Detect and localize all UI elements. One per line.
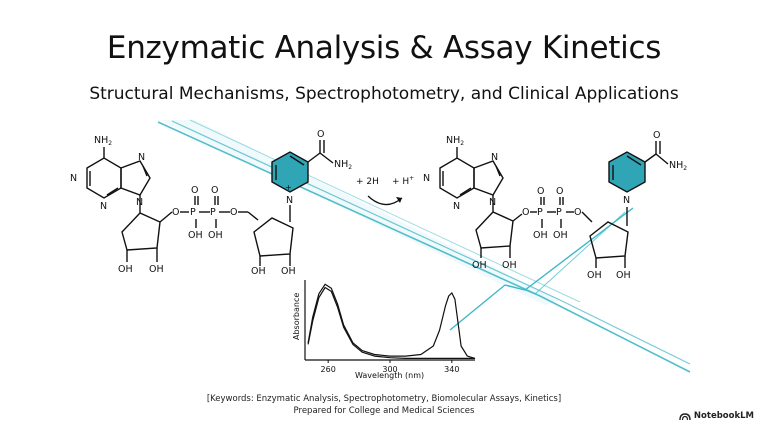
left-phosphate-p1: P xyxy=(190,207,196,218)
right-phosphate-oh1: OH xyxy=(533,230,548,241)
right-amide-label: NH2 xyxy=(669,160,687,172)
left-phosphate-o2: O xyxy=(211,185,218,196)
left-phosphate-bridge-o: O xyxy=(230,207,237,218)
page-subtitle: Structural Mechanisms, Spectrophotometry… xyxy=(89,84,679,104)
ribose-right-2 xyxy=(589,207,629,268)
right-phosphate-o2: O xyxy=(556,186,563,197)
brand-name: NotebookLM xyxy=(693,411,754,421)
right-ribose1-oh2: OH xyxy=(502,260,517,271)
footer-keywords: [Keywords: Enzymatic Analysis, Spectroph… xyxy=(206,394,562,404)
chart-series-line-1 xyxy=(307,286,475,359)
chart-series-line-0 xyxy=(307,283,476,359)
chart-x-ticks: 260 300 340 xyxy=(321,360,459,374)
left-adenine-amine-label: NH2 xyxy=(94,135,112,147)
light-beam-ray-4 xyxy=(539,295,691,373)
reaction-arrow-reagent: + 2H xyxy=(356,177,379,187)
nicotinamide-ring-left xyxy=(271,140,334,193)
left-positive-charge: + xyxy=(285,183,292,192)
page-title: Enzymatic Analysis & Assay Kinetics xyxy=(106,30,662,66)
reaction-arrow: + 2H + H+ xyxy=(356,175,414,206)
notebooklm-logo-icon xyxy=(679,412,691,420)
left-ribose2-oh1: OH xyxy=(251,266,266,277)
right-adenine-n3: N xyxy=(453,201,460,212)
nicotinamide-ring-right xyxy=(608,141,669,193)
left-amide-o: O xyxy=(317,129,324,140)
adenine-left xyxy=(86,147,151,213)
nadh-reduced-labels: NH2 N N N N O P P O O O OH OH OH OH OH O… xyxy=(423,130,687,281)
right-adenine-amine-label: NH2 xyxy=(446,135,464,147)
left-phosphate-o1: O xyxy=(191,185,198,196)
left-adenine-n3: N xyxy=(100,201,107,212)
left-phosphate-oh2: OH xyxy=(208,230,223,241)
right-ribose2-oh2: OH xyxy=(616,270,631,281)
nad-oxidized-molecule xyxy=(86,140,334,266)
brand-watermark: NotebookLM xyxy=(679,411,754,421)
light-beam-ray-5 xyxy=(559,299,691,365)
left-phosphate-p2: P xyxy=(210,207,216,218)
phosphate-chain-left xyxy=(180,196,259,228)
light-beam-branch-upper xyxy=(504,207,634,291)
chart-x-tick-label-0: 260 xyxy=(321,365,336,374)
adenine-right xyxy=(439,147,504,212)
right-phosphate-p2: P xyxy=(556,207,562,218)
right-phosphate-bridge-o: O xyxy=(574,207,581,218)
light-beam xyxy=(157,119,691,373)
left-nicotinamide-n: N xyxy=(286,195,293,206)
reaction-arrow-product: + H+ xyxy=(392,175,414,187)
chart-x-axis-label: Wavelength (nm) xyxy=(355,371,424,380)
chart-x-tick-label-2: 340 xyxy=(444,365,459,374)
nadh-reduced-molecule xyxy=(439,141,669,268)
ribose-left-2 xyxy=(253,205,294,266)
phosphate-chain-right xyxy=(530,197,593,228)
light-beam-ray-1 xyxy=(157,121,541,297)
left-adenine-n7: N xyxy=(138,152,145,163)
light-beam-branch-mid xyxy=(524,211,626,295)
left-adenine-n9: N xyxy=(136,197,143,208)
right-ribose-o: O xyxy=(522,207,529,218)
chart-series xyxy=(307,283,476,359)
left-ribose1-oh1: OH xyxy=(118,264,133,275)
chart-x-tick-label-1: 300 xyxy=(382,365,397,374)
light-beam-ray-3 xyxy=(189,119,581,303)
left-adenine-n1: N xyxy=(70,173,77,184)
footer: [Keywords: Enzymatic Analysis, Spectroph… xyxy=(0,393,768,417)
right-phosphate-p1: P xyxy=(537,207,543,218)
ribose-right-1 xyxy=(475,211,523,258)
right-phosphate-oh2: OH xyxy=(553,230,568,241)
ribose-left-1 xyxy=(121,211,173,262)
right-nicotinamide-n: N xyxy=(623,195,630,206)
right-phosphate-o1: O xyxy=(537,186,544,197)
right-ribose1-oh1: OH xyxy=(472,260,487,271)
right-adenine-n9: N xyxy=(489,197,496,208)
light-beam-branch-lower xyxy=(449,284,506,331)
right-amide-o: O xyxy=(653,130,660,141)
nad-oxidized-labels: NH2 N N N N O P P O O O OH OH OH OH OH O… xyxy=(70,129,352,277)
footer-audience: Prepared for College and Medical Science… xyxy=(293,406,475,416)
left-phosphate-oh1: OH xyxy=(188,230,203,241)
left-amide-label: NH2 xyxy=(334,159,352,171)
right-adenine-n1: N xyxy=(423,173,430,184)
left-ribose2-oh2: OH xyxy=(281,266,296,277)
left-ribose-o: O xyxy=(172,207,179,218)
right-ribose2-oh1: OH xyxy=(587,270,602,281)
right-adenine-n7: N xyxy=(491,152,498,163)
chart-y-axis-label: Absorbance xyxy=(292,293,301,340)
light-beam-ray-2 xyxy=(171,120,561,301)
left-ribose1-oh2: OH xyxy=(149,264,164,275)
absorbance-spectrum-chart: 260 300 340 Absorbance Wavelength (nm) xyxy=(292,280,476,380)
